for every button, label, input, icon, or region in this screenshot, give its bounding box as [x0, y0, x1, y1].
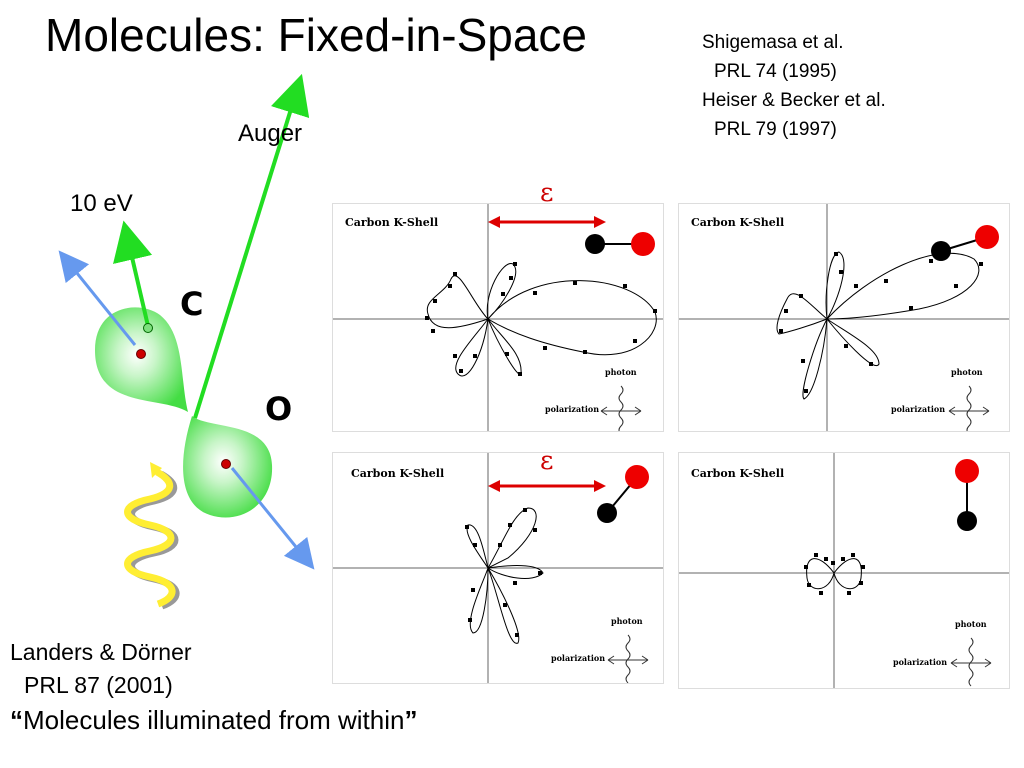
photoelectron-arrow	[113, 220, 153, 327]
oxygen-atom	[631, 232, 655, 256]
molecule-diagram	[58, 73, 315, 610]
polarization-label: polarization	[545, 404, 600, 414]
epsilon-label-3: ε	[540, 446, 554, 476]
photon-label: photon	[611, 616, 643, 626]
reference-journal-1: PRL 74 (1995)	[714, 61, 837, 82]
auger-electron-arrow	[193, 73, 310, 419]
oxygen-atom	[975, 225, 999, 249]
carbon-nucleus-dot	[136, 349, 146, 359]
data-points	[804, 553, 865, 595]
photon-squiggle	[968, 637, 974, 687]
reference-author-2: Heiser & Becker et al.	[702, 90, 886, 111]
photon-label: photon	[955, 619, 987, 629]
data-points	[465, 508, 542, 637]
carbon-electron-dot	[143, 323, 153, 333]
photon-label: photon	[605, 367, 637, 377]
panel-title: Carbon K-Shell	[351, 467, 445, 480]
photon-squiggle	[625, 634, 631, 683]
references-top: Shigemasa et al. PRL 74 (1995) Heiser & …	[702, 28, 886, 144]
carbon-atom	[957, 511, 977, 531]
epsilon-label-1: ε	[540, 178, 554, 208]
carbon-label: C	[180, 285, 204, 323]
oxygen-nucleus-dot	[221, 459, 231, 469]
data-points	[779, 252, 983, 393]
polarization-label: polarization	[893, 657, 948, 667]
fit-curve	[776, 251, 980, 400]
oxygen-ion-arrow	[230, 467, 315, 570]
angular-distribution-panel-1: Carbon K-Shell photon polarization	[332, 203, 664, 432]
angular-distribution-panel-4: Carbon K-Shell photon polarization	[678, 452, 1010, 689]
carbon-orbital-lobe	[95, 307, 188, 412]
photon-squiggle	[618, 385, 624, 431]
polarization-label: polarization	[891, 404, 946, 414]
quote-close-mark: ”	[404, 705, 418, 735]
ev-label: 10 eV	[70, 190, 133, 217]
reference-journal-3: PRL 87 (2001)	[24, 672, 173, 698]
carbon-ion-arrow	[58, 250, 137, 346]
reference-author-1: Shigemasa et al.	[702, 32, 844, 53]
slide-title: Molecules: Fixed-in-Space	[45, 9, 588, 61]
fit-curve	[426, 263, 657, 377]
quote: “Molecules illuminated from within”	[10, 705, 417, 736]
photon-wave-arrowhead	[150, 462, 162, 478]
panel-title: Carbon K-Shell	[345, 216, 439, 229]
polarization-label: polarization	[551, 653, 606, 663]
panel-title: Carbon K-Shell	[691, 216, 785, 229]
angular-distribution-panel-3: Carbon K-Shell photon polarization	[332, 452, 664, 684]
carbon-atom	[931, 241, 951, 261]
photon-label: photon	[951, 367, 983, 377]
photon-wave	[124, 468, 176, 608]
data-points	[425, 262, 657, 376]
angular-distribution-panel-2: Carbon K-Shell photon polarization	[678, 203, 1010, 432]
quote-open-mark: “	[10, 705, 23, 735]
fit-curve	[806, 558, 862, 590]
oxygen-atom	[625, 465, 649, 489]
references-bottom: Landers & Dörner PRL 87 (2001)	[10, 636, 192, 702]
quote-text: Molecules illuminated from within	[23, 705, 405, 735]
auger-label: Auger	[238, 120, 303, 147]
fit-curve	[466, 507, 544, 644]
reference-author-3: Landers & Dörner	[10, 639, 192, 665]
carbon-atom	[597, 503, 617, 523]
panel-title: Carbon K-Shell	[691, 467, 785, 480]
reference-journal-2: PRL 79 (1997)	[714, 119, 837, 140]
carbon-atom	[585, 234, 605, 254]
oxygen-label: O	[265, 390, 293, 428]
photon-squiggle	[966, 385, 972, 431]
oxygen-atom	[955, 459, 979, 483]
